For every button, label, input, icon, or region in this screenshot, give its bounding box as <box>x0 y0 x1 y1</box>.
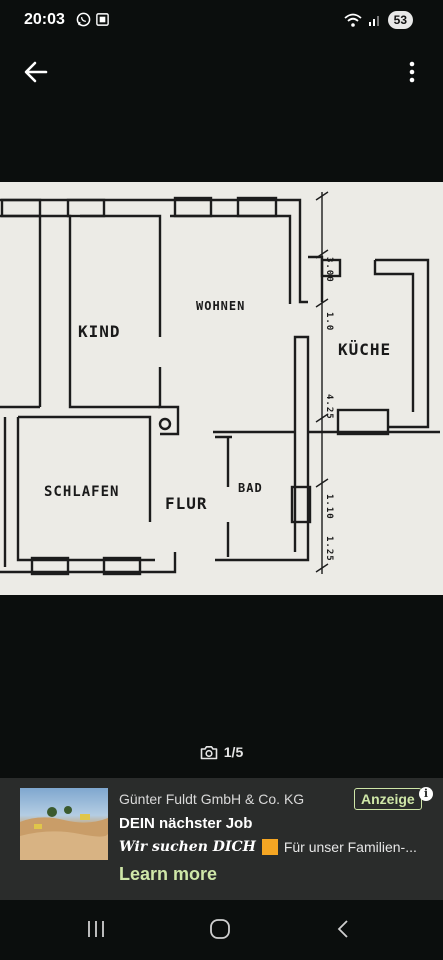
room-label-kueche: KÜCHE <box>338 340 392 359</box>
ad-company-name: Günter Fuldt GmbH & Co. KG <box>119 791 305 807</box>
ad-description: Für unser Familien-... <box>283 839 417 855</box>
app-bar <box>0 50 443 94</box>
room-label-wohnen: WOHNEN <box>196 299 246 313</box>
ad-slogan-row: Wir suchen DICH Für unser Familien-... <box>119 839 429 855</box>
status-bar: 20:03 53 <box>0 0 443 40</box>
dimension-label: 1.25 <box>324 536 334 562</box>
image-counter-text: 1/5 <box>223 744 244 760</box>
listing-photo-floorplan[interactable]: KIND WOHNEN KÜCHE SCHLAFEN FLUR BAD 3.00… <box>0 182 443 595</box>
ad-banner[interactable]: Günter Fuldt GmbH & Co. KG Anzeige DEIN … <box>0 778 443 900</box>
construction-site-image <box>20 806 108 860</box>
ad-title: DEIN nächster Job <box>119 815 253 832</box>
whatsapp-icon <box>76 12 91 27</box>
floorplan-drawing <box>0 191 440 576</box>
home-icon[interactable] <box>208 918 232 940</box>
ad-thumbnail-image[interactable] <box>20 788 108 860</box>
wifi-icon <box>344 13 362 27</box>
dimension-label: 1.10 <box>324 494 334 520</box>
dimension-label: 3.00 <box>324 257 334 283</box>
notification-icons <box>76 12 110 27</box>
learn-more-link[interactable]: Learn more <box>119 864 218 884</box>
status-time: 20:03 <box>24 11 65 28</box>
ad-info-icon[interactable]: i <box>419 787 433 801</box>
ad-logo-square <box>261 839 278 855</box>
signal-icon <box>368 16 379 26</box>
back-nav-icon[interactable] <box>334 918 352 940</box>
recent-apps-icon[interactable] <box>86 918 106 940</box>
system-nav-bar <box>0 900 443 960</box>
back-arrow-icon[interactable] <box>22 60 50 84</box>
room-label-kind: KIND <box>78 322 121 341</box>
screenshot-icon <box>96 13 109 26</box>
battery-indicator: 53 <box>387 11 413 29</box>
system-icons: 53 <box>344 11 413 29</box>
dimension-label: 1.0 <box>324 312 334 332</box>
room-label-flur: FLUR <box>165 494 208 513</box>
dimension-label: 4.25 <box>324 394 334 420</box>
room-label-bad: BAD <box>238 481 263 495</box>
ad-slogan: Wir suchen DICH <box>119 839 256 855</box>
room-label-schlafen: SCHLAFEN <box>44 484 120 500</box>
ad-badge: Anzeige <box>354 788 422 810</box>
camera-icon <box>200 745 218 759</box>
image-counter: 1/5 <box>0 744 443 760</box>
more-options-icon[interactable] <box>407 60 417 86</box>
